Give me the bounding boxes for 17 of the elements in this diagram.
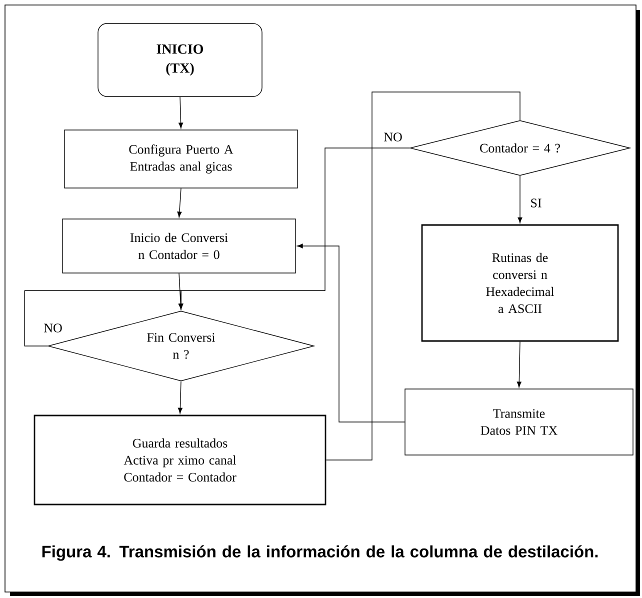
arrow (178, 96, 184, 128)
edge-label: NO (382, 132, 404, 142)
process-box: Transmite Datos PIN TX (404, 388, 634, 456)
process-box: Inicio de Conversi n Contador = 0 (62, 218, 296, 274)
arrow (24, 290, 184, 346)
arrow (178, 148, 410, 310)
process-box: Guarda resultados Activa pr ximo canal Contador = Contador (34, 414, 326, 506)
arrow (177, 188, 182, 218)
arrow (516, 341, 522, 388)
start-terminal: INICIO (TX) (98, 23, 262, 97)
arrow (297, 244, 405, 422)
arrow (178, 381, 182, 414)
arrow (518, 176, 522, 224)
process-box: Rutinas de conversi n Hexadecimal a ASCII (421, 224, 619, 342)
process-box: Configura Puerto A Entradas anal gicas (64, 130, 298, 188)
caption: Figura 4. Transmisión de la información de la columna de destilación. (42, 545, 598, 561)
edge-label: SI (529, 198, 543, 208)
